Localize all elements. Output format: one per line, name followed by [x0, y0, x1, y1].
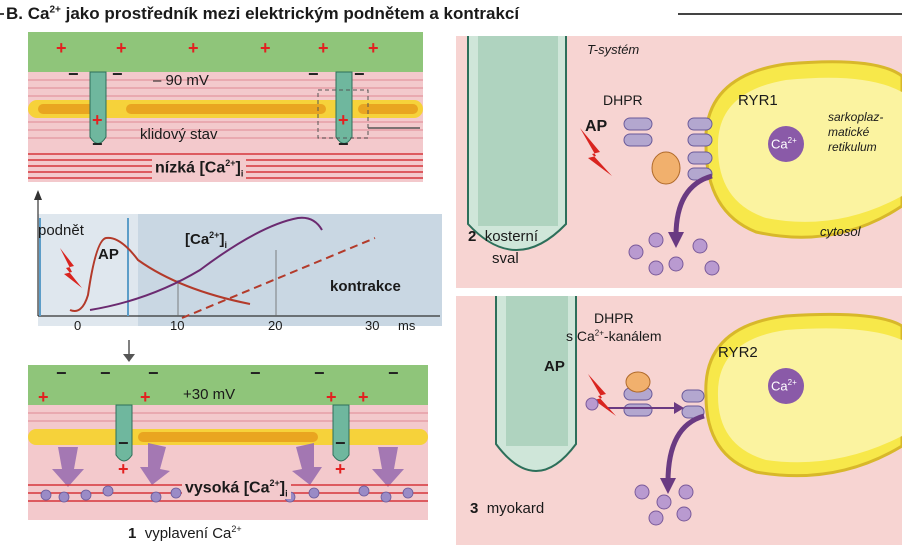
- contraction-label: kontrakce: [330, 278, 401, 295]
- t-system-label: T-systém: [587, 42, 639, 57]
- heading-rule-left: [0, 13, 4, 15]
- heading-sup: 2+: [49, 4, 60, 15]
- svg-text:−: −: [68, 64, 79, 84]
- svg-text:+: +: [318, 38, 329, 58]
- resting-state-label: klidový stav: [140, 126, 218, 143]
- svg-text:+: +: [368, 38, 379, 58]
- time-course-graph: [30, 190, 442, 350]
- heading-text: jako prostředník mezi elektrickým podnět…: [61, 4, 519, 23]
- ryr2-label: RYR2: [718, 344, 758, 361]
- svg-text:+: +: [326, 387, 337, 407]
- stimulus-label: podnět: [38, 222, 84, 239]
- calcium-curve-label: [Ca2+]i: [185, 230, 227, 250]
- svg-text:+: +: [92, 110, 103, 130]
- svg-text:−: −: [250, 365, 261, 383]
- dhpr-label-2: DHPR: [594, 310, 634, 326]
- svg-text:−: −: [354, 64, 365, 84]
- ryr1-label: RYR1: [738, 92, 778, 109]
- tick-30: 30: [365, 318, 379, 333]
- svg-text:+: +: [338, 110, 349, 130]
- svg-text:+: +: [335, 459, 346, 479]
- svg-text:−: −: [112, 64, 123, 84]
- heading-ca: Ca: [28, 4, 50, 23]
- svg-text:−: −: [100, 365, 111, 383]
- svg-text:−: −: [148, 365, 159, 383]
- ap-label-cardiac: AP: [544, 358, 565, 375]
- svg-text:−: −: [308, 64, 319, 84]
- svg-text:+: +: [38, 387, 49, 407]
- ca-ion-label-1: Ca2+: [771, 136, 797, 151]
- excited-voltage: +30 mV: [183, 386, 235, 403]
- svg-text:+: +: [188, 38, 199, 58]
- high-calcium-label: vysoká [Ca2+]i: [182, 478, 291, 499]
- svg-text:+: +: [116, 38, 127, 58]
- ap-label-skeletal: AP: [585, 118, 607, 136]
- svg-text:−: −: [338, 134, 349, 154]
- down-arrow-icon: [122, 340, 136, 364]
- svg-text:+: +: [140, 387, 151, 407]
- svg-text:−: −: [118, 433, 129, 453]
- ap-label: AP: [98, 246, 119, 263]
- low-calcium-label: nízká [Ca2+]i: [152, 158, 246, 179]
- dhpr-label-1: DHPR: [603, 92, 643, 108]
- figure-heading: B. Ca2+ jako prostředník mezi elektrický…: [6, 4, 519, 24]
- svg-text:−: −: [314, 365, 325, 383]
- cytosol-label: cytosol: [820, 224, 860, 239]
- resting-voltage: – 90 mV: [153, 72, 209, 89]
- svg-text:+: +: [56, 38, 67, 58]
- tick-20: 20: [268, 318, 282, 333]
- dhpr-channel-label: s Ca2+-kanálem: [566, 328, 662, 344]
- svg-text:+: +: [118, 459, 129, 479]
- tick-10: 10: [170, 318, 184, 333]
- heading-rule-right: [678, 13, 902, 15]
- heading-letter: B.: [6, 4, 23, 23]
- svg-text:−: −: [335, 433, 346, 453]
- tick-0: 0: [74, 318, 81, 333]
- cardiac-caption: 3 myokard: [470, 500, 544, 517]
- svg-text:−: −: [388, 365, 399, 383]
- ca-ion-label-2: Ca2+: [771, 378, 797, 393]
- svg-text:+: +: [260, 38, 271, 58]
- release-caption: 1 vyplavení Ca2+: [128, 524, 242, 542]
- svg-text:−: −: [92, 134, 103, 154]
- svg-text:−: −: [56, 365, 67, 383]
- svg-text:+: +: [358, 387, 369, 407]
- unit-label: ms: [398, 318, 415, 333]
